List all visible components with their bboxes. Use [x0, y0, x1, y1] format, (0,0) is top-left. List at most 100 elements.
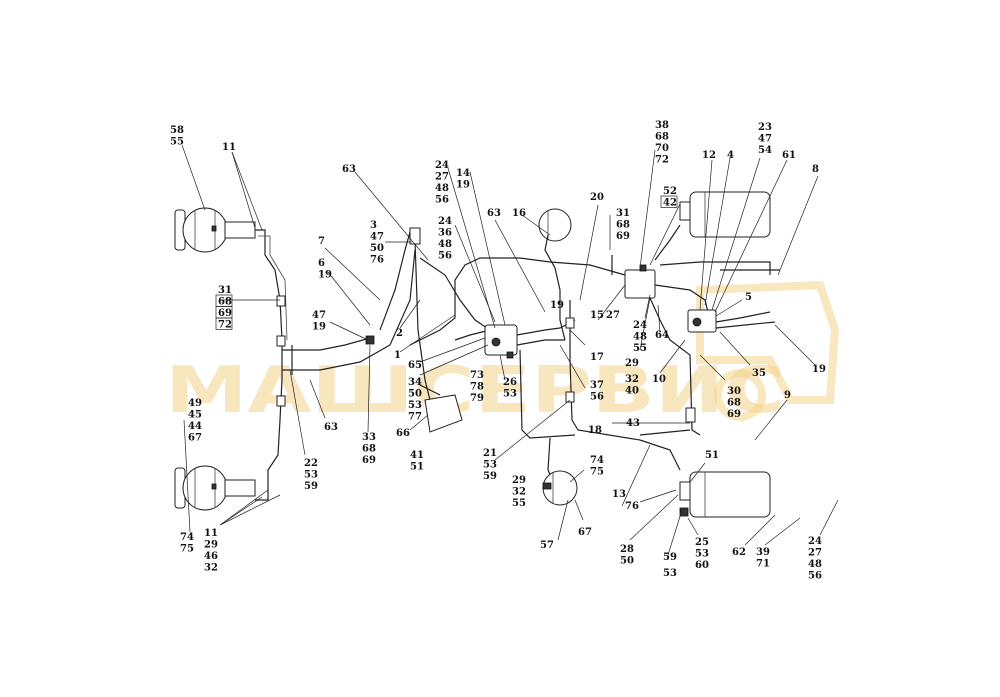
callout-number: 53 [663, 568, 677, 579]
callout-c60: 51 [705, 450, 719, 461]
callout-number: 66 [396, 428, 410, 439]
callout-c45: 29 [625, 358, 639, 369]
callout-c64: 53 [663, 568, 677, 579]
callout-box [215, 317, 233, 330]
callout-number: 7 [318, 236, 325, 247]
callout-c66: 62 [732, 547, 746, 558]
callout-number: 24 [633, 320, 647, 331]
callout-number: 41 [410, 450, 424, 461]
callout-number: 50 [620, 556, 634, 567]
callout-number: 11 [204, 528, 218, 539]
callout-number: 63 [342, 164, 356, 175]
callout-c63: 59 [663, 552, 677, 563]
callout-number: 67 [188, 433, 202, 444]
callout-number: 68 [727, 398, 741, 409]
callout-c29: 20 [590, 192, 604, 203]
callout-c47: 64 [655, 330, 669, 341]
callout-c31: 15 [590, 310, 604, 321]
callout-number: 14 [456, 168, 470, 179]
callout-number: 76 [625, 501, 639, 512]
brake-chamber-left-upper [174, 207, 256, 253]
callout-number: 56 [435, 195, 449, 206]
callout-number: 23 [758, 122, 772, 133]
valve-block-right [611, 255, 711, 436]
callout-number: 69 [727, 409, 741, 420]
callout-c55: 5 [745, 292, 752, 303]
callout-number: 18 [588, 425, 602, 436]
callout-number: 59 [663, 552, 677, 563]
callout-number: 33 [362, 432, 376, 443]
callout-number: 44 [188, 421, 202, 432]
callout-number: 13 [612, 489, 626, 500]
callout-number: 42 [663, 198, 677, 209]
callout-number: 55 [512, 498, 526, 509]
callout-c43: 27 [606, 310, 620, 321]
callout-number: 72 [655, 155, 669, 166]
callout-number: 79 [470, 393, 484, 404]
callout-number: 65 [408, 360, 422, 371]
callout-c19: 66 [396, 428, 410, 439]
callout-number: 55 [170, 137, 184, 148]
callout-number: 45 [188, 410, 202, 421]
callout-number: 63 [324, 422, 338, 433]
callout-number: 67 [578, 527, 592, 538]
callout-number: 72 [218, 320, 232, 331]
callout-number: 70 [655, 143, 669, 154]
callout-number: 38 [655, 120, 669, 131]
callout-number: 78 [470, 382, 484, 393]
callout-c48: 10 [652, 374, 666, 385]
callout-number: 64 [655, 330, 669, 341]
callout-number: 68 [218, 297, 232, 308]
callout-number: 71 [756, 559, 770, 570]
callout-number: 17 [590, 352, 604, 363]
callout-c32: 17 [590, 352, 604, 363]
callout-number: 56 [590, 392, 604, 403]
callout-number: 49 [188, 398, 202, 409]
callout-c24: 63 [487, 208, 501, 219]
callout-number: 48 [435, 183, 449, 194]
callout-number: 5 [745, 292, 752, 303]
callout-number: 32 [204, 563, 218, 574]
pipes-left [255, 229, 416, 501]
callout-number: 48 [438, 239, 452, 250]
callout-c9: 7 [318, 236, 325, 247]
callout-number: 69 [218, 308, 232, 319]
callout-number: 1 [394, 350, 401, 361]
callout-c57: 19 [812, 364, 826, 375]
callout-number: 75 [180, 544, 194, 555]
callout-box [660, 195, 678, 208]
watermark-text: МАШСЕРВИС [165, 354, 785, 428]
callout-number: 37 [590, 380, 604, 391]
callout-number: 50 [370, 243, 384, 254]
callout-number: 46 [204, 551, 218, 562]
callout-number: 24 [435, 160, 449, 171]
callout-number: 9 [784, 390, 791, 401]
callout-number: 19 [550, 300, 564, 311]
callout-c56: 35 [752, 368, 766, 379]
callout-number: 4 [727, 150, 734, 161]
brake-chamber-bottom-right [679, 471, 771, 518]
callout-number: 29 [204, 540, 218, 551]
callout-c17: 65 [408, 360, 422, 371]
callout-number: 10 [652, 374, 666, 385]
callout-number: 48 [808, 559, 822, 570]
callout-number: 31 [218, 285, 232, 296]
callout-number: 21 [483, 448, 497, 459]
watermark: МАШСЕРВИС [165, 280, 840, 428]
